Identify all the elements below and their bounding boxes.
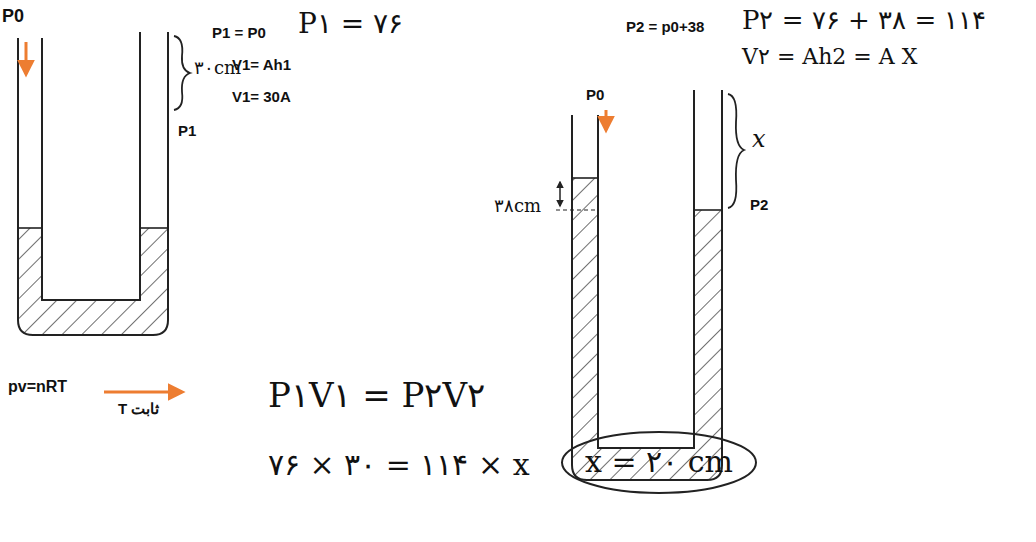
answer-circle: x = ۲۰ cm (560, 430, 758, 495)
handwritten-formula: V۲ = Ah2 = A X (742, 44, 917, 69)
formula-text: P1 = P0 (212, 24, 266, 41)
pressure-label: P2 (750, 196, 768, 213)
condition-label: T ثابت (118, 400, 159, 417)
dimension-label: ۳۰cm (194, 58, 241, 79)
dimension-label: x (752, 126, 766, 154)
formula-text: V1= 30A (232, 88, 291, 105)
handwritten-formula: P۱ = ۷۶ (298, 8, 403, 40)
formula-text: pv=nRT (8, 378, 67, 396)
dimension-label: ۳۸cm (494, 196, 541, 217)
handwritten-formula: ۷۶ × ۳۰ = ۱۱۴ × x (268, 448, 530, 483)
pressure-label: P0 (2, 6, 24, 27)
answer-text: x = ۲۰ cm (585, 445, 733, 480)
handwritten-formula: P۱V۱ = P۲V۲ (268, 376, 485, 415)
pressure-label: P0 (586, 86, 604, 103)
handwritten-formula: P۲ = ۷۶ + ۳۸ = ۱۱۴ (742, 6, 986, 36)
pressure-label: P1 (178, 122, 196, 139)
formula-text: P2 = p0+38 (626, 18, 704, 35)
